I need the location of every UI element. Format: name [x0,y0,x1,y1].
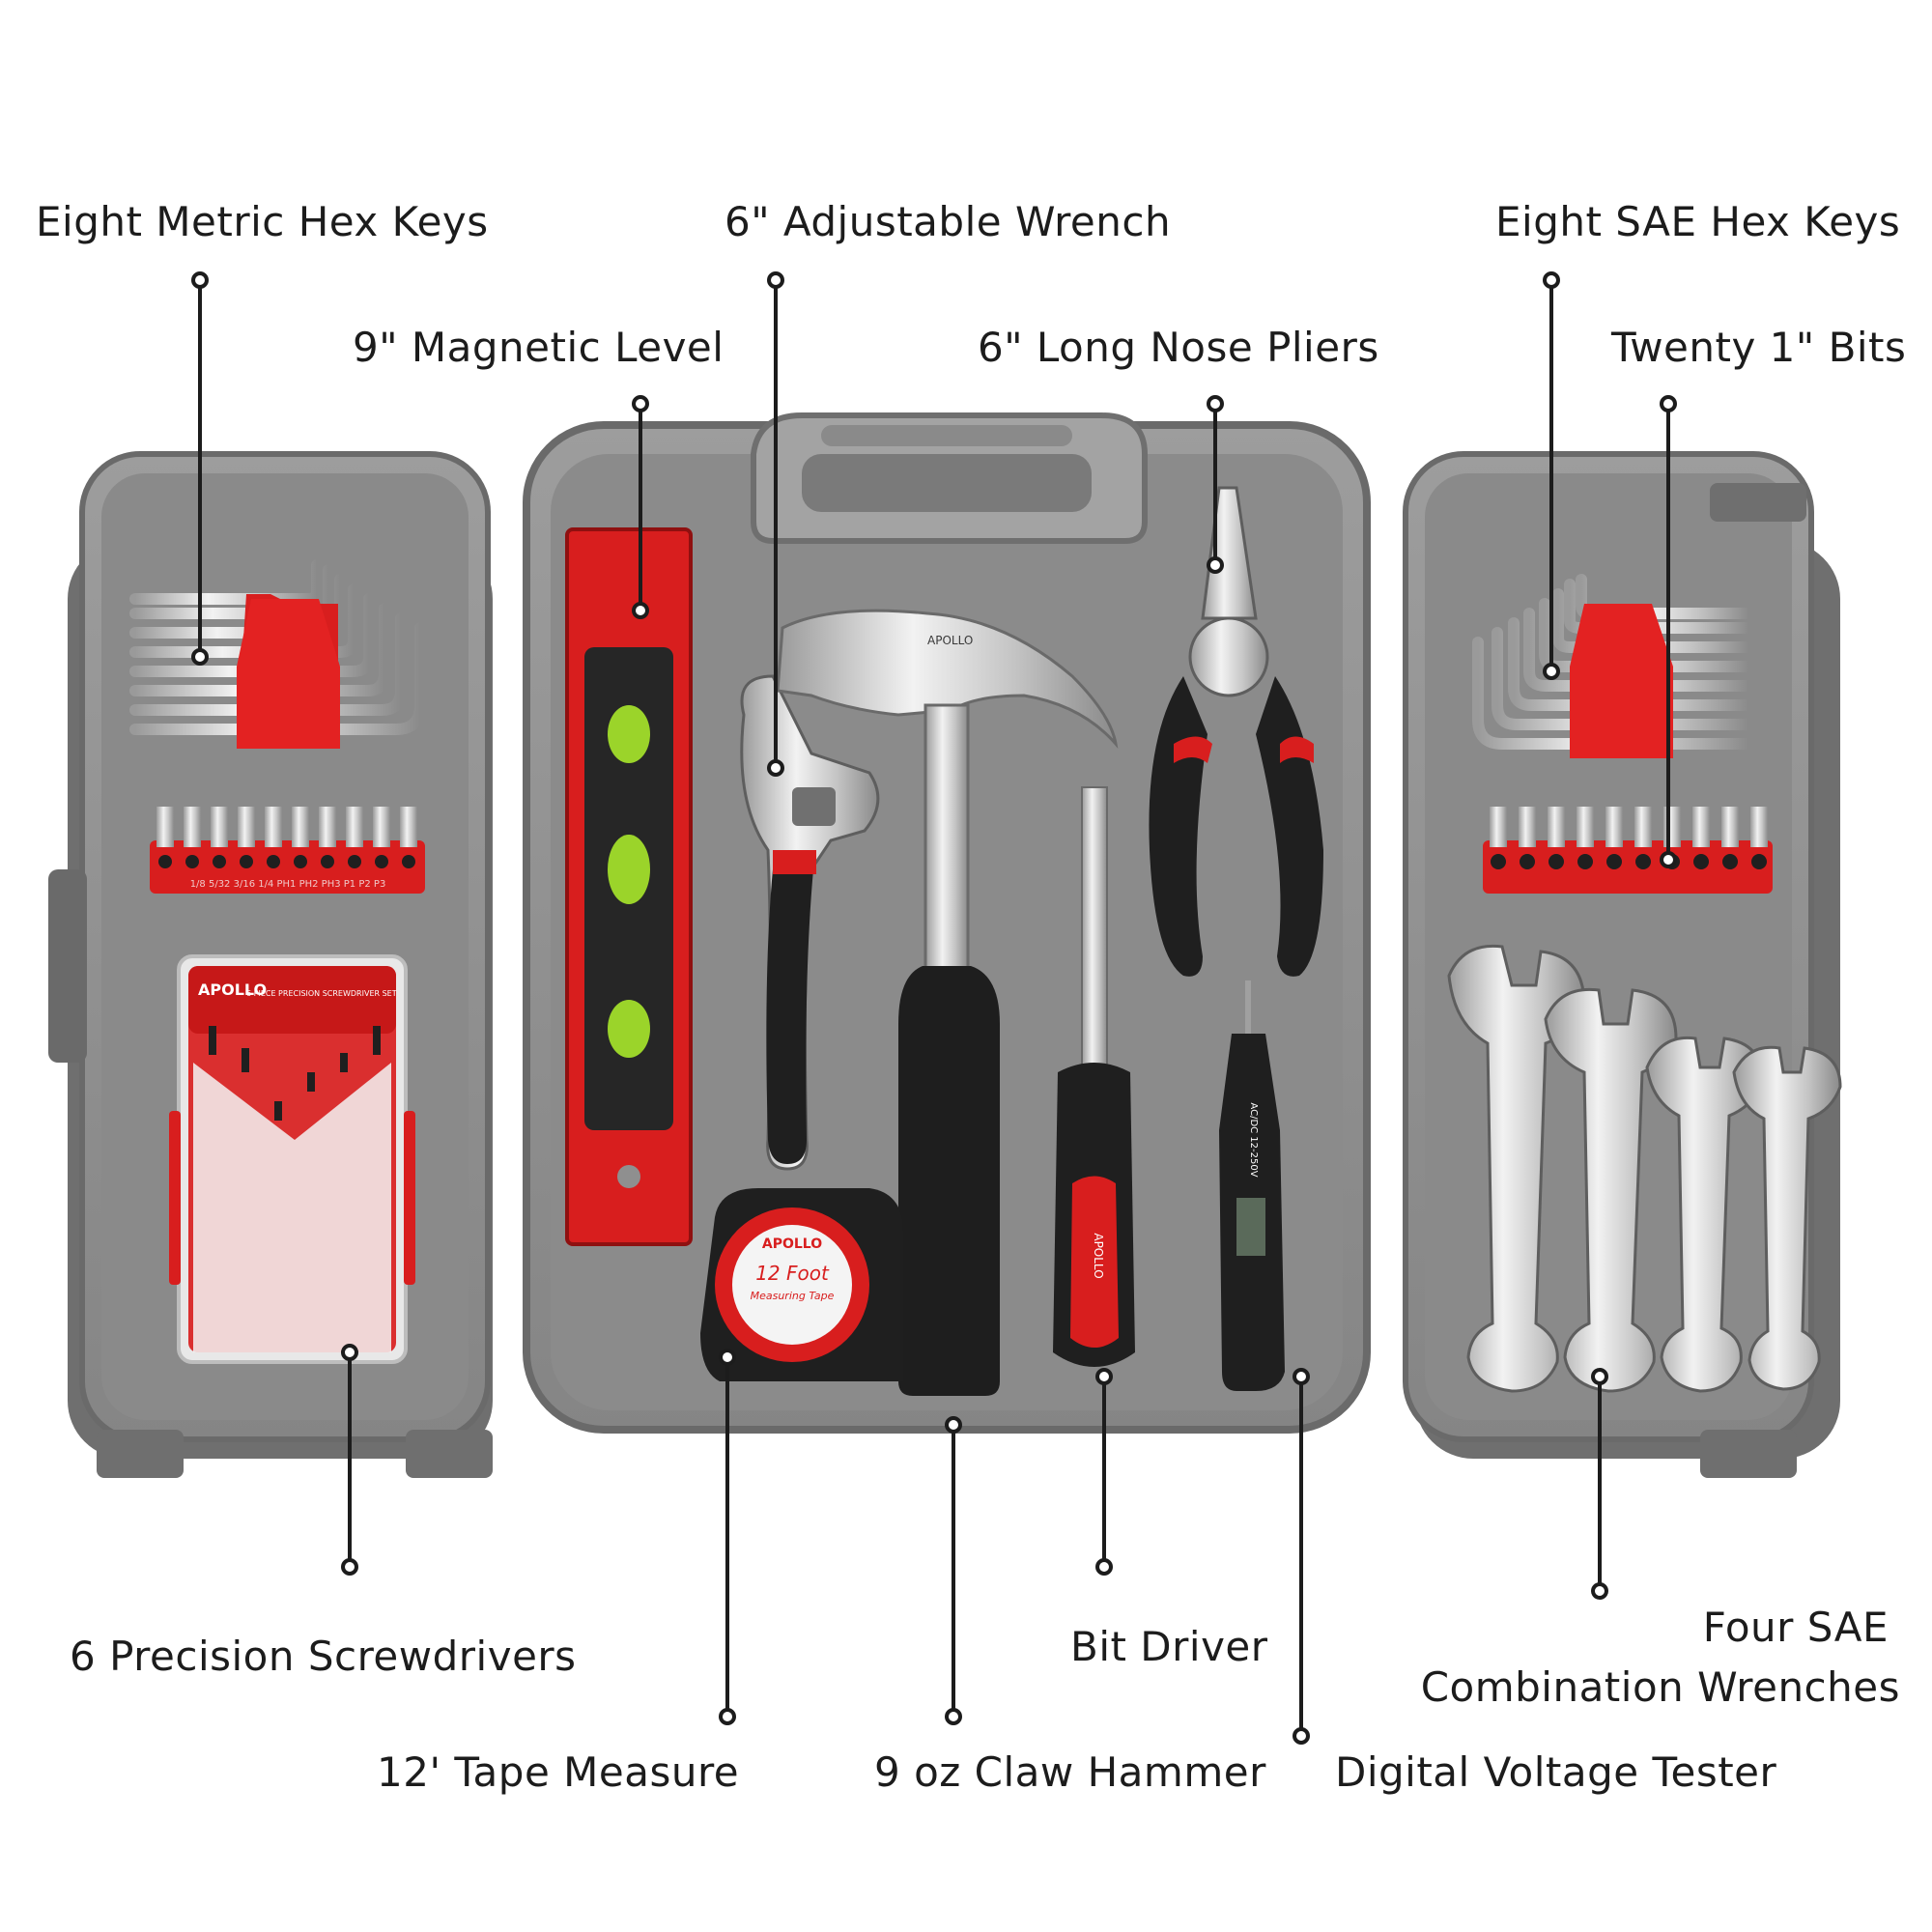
label-precision-screwdrivers: 6 Precision Screwdrivers [70,1633,577,1680]
hammer-brand: APOLLO [927,634,973,647]
digital-voltage-tester: AC/DC 12-250V [1219,980,1285,1391]
label-voltage-tester: Digital Voltage Tester [1335,1748,1777,1796]
magnetic-level [565,527,693,1246]
label-four-sae: Four SAE [1702,1604,1889,1651]
metric-hex-keys [129,559,426,749]
label-combination-wrenches: Combination Wrenches [1420,1663,1900,1711]
left-bit-sizes: 1/8 5/32 3/16 1/4 PH1 PH2 PH3 P1 P2 P3 [190,879,386,890]
label-twenty-bits: Twenty 1" Bits [1611,324,1907,371]
precision-screwdriver-set: APOLLO 6 PIECE PRECISION SCREWDRIVER SET [169,954,415,1364]
combination-wrenches [1447,944,1842,1393]
tape-type: Measuring Tape [751,1290,835,1302]
adjustable-wrench [740,674,880,1171]
label-magnetic-level: 9" Magnetic Level [353,324,724,371]
bit-driver-brand: APOLLO [1092,1233,1105,1278]
claw-hammer: APOLLO [776,609,1119,1396]
label-claw-hammer: 9 oz Claw Hammer [874,1748,1266,1796]
left-bit-set: 1/8 5/32 3/16 1/4 PH1 PH2 PH3 P1 P2 P3 [150,807,425,894]
tape-size: 12 Foot [755,1262,830,1285]
label-long-nose-pliers: 6" Long Nose Pliers [978,324,1379,371]
precision-set-title: 6 PIECE PRECISION SCREWDRIVER SET [246,989,397,998]
callout-lines [191,271,1677,1745]
label-metric-hex-keys: Eight Metric Hex Keys [36,198,489,245]
tester-rating: AC/DC 12-250V [1248,1102,1259,1177]
precision-brand: APOLLO [198,980,267,999]
bit-driver: APOLLO [1053,786,1135,1367]
tape-measure: APOLLO 12 Foot Measuring Tape [700,1188,903,1381]
sae-hex-keys [1472,574,1754,758]
right-bit-set [1483,807,1773,894]
label-bit-driver: Bit Driver [1070,1623,1268,1670]
label-sae-hex-keys: Eight SAE Hex Keys [1495,198,1901,245]
tape-brand: APOLLO [762,1236,822,1252]
label-adjustable-wrench: 6" Adjustable Wrench [724,198,1172,245]
label-tape-measure: 12' Tape Measure [377,1748,740,1796]
